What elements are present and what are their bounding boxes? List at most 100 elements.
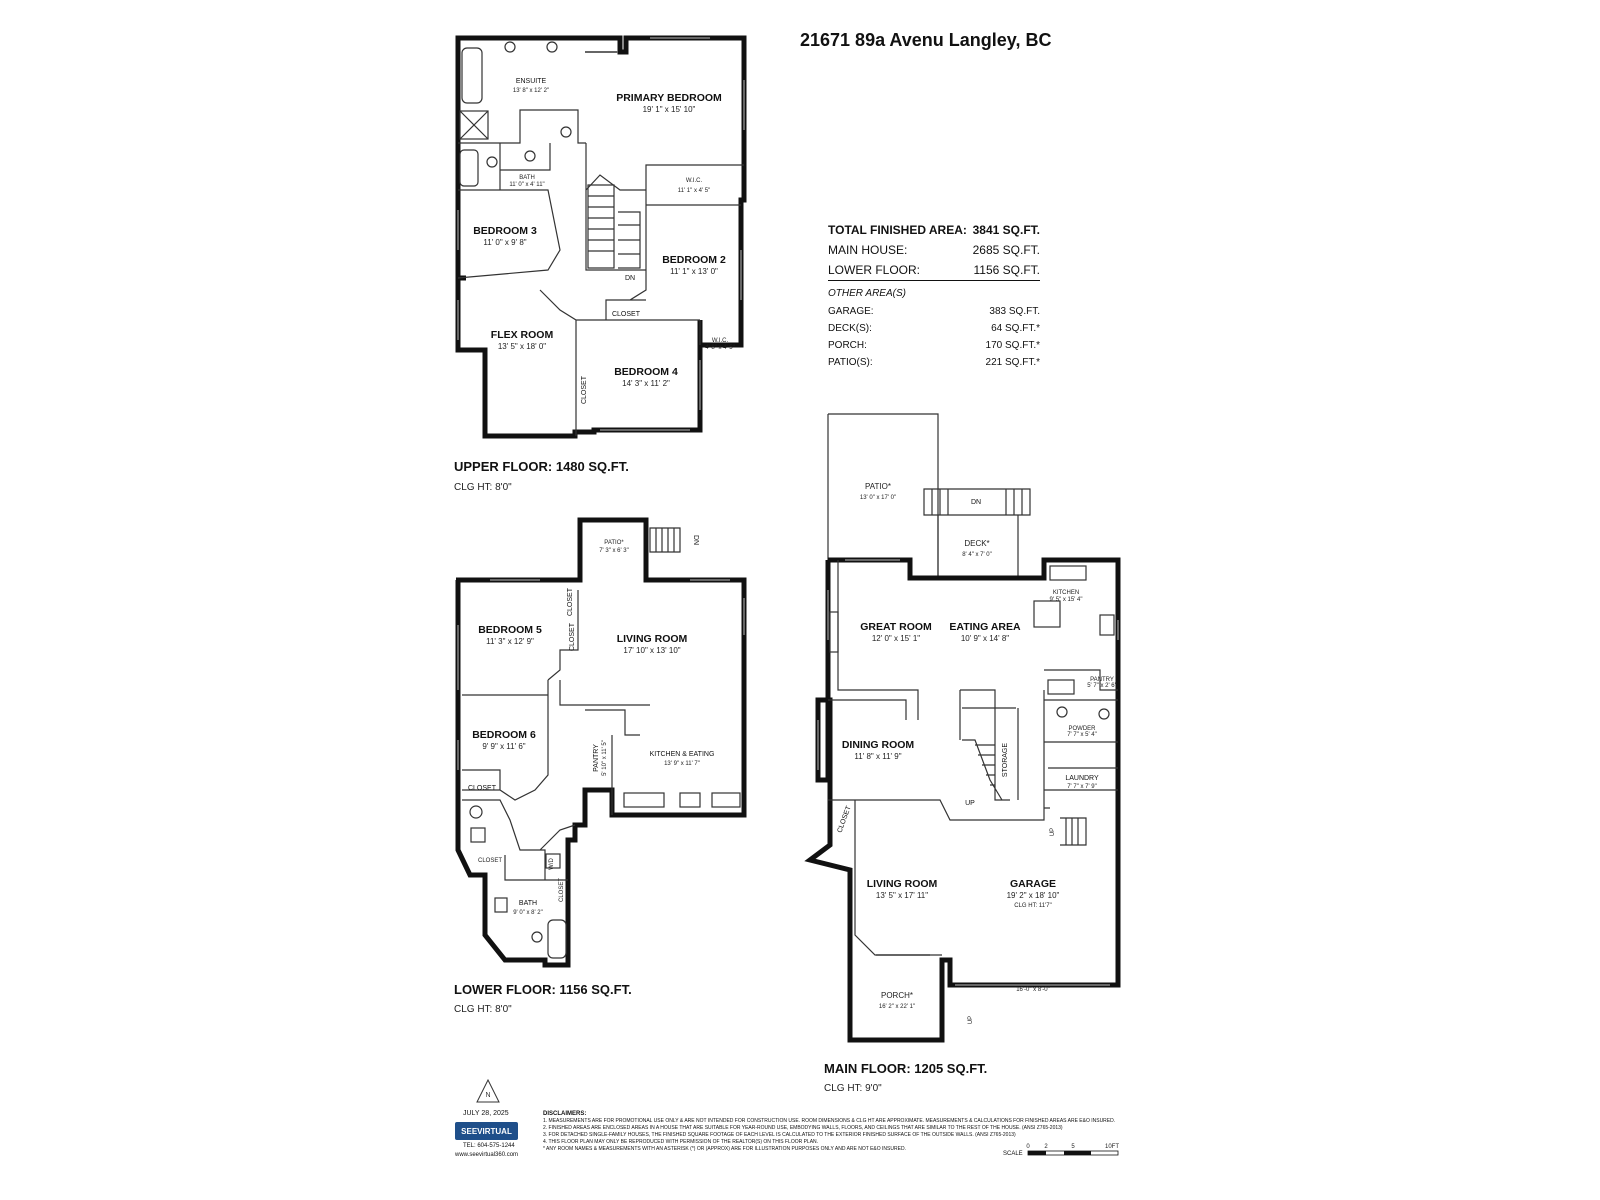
- main-pantry-shelf: [1047, 679, 1075, 695]
- lower-floor-label: LOWER FLOOR:: [828, 263, 921, 277]
- upper-stairs: [587, 184, 641, 269]
- other-areas-heading: OTHER AREA(S): [828, 288, 906, 299]
- upper-floor-title: UPPER FLOOR: 1480 SQ.FT.: [454, 459, 629, 474]
- ensuite-shower-cross: [459, 110, 489, 140]
- lower-windows: [457, 579, 745, 770]
- main-patio-dim: 13' 0" x 17' 0": [860, 495, 896, 501]
- main-porch-name: PORCH*: [881, 991, 913, 1000]
- lower-kitchen-dim: 13' 9" x 11' 7": [664, 761, 700, 767]
- lower-tub: [547, 919, 567, 959]
- other-area-row: GARAGE: 383 SQ.FT.: [828, 303, 1040, 320]
- main-dn-label: DN: [971, 499, 981, 506]
- lower-wd-box: [545, 853, 561, 869]
- lower-living-dim: 17' 10" x 13' 10": [623, 646, 680, 655]
- lower-pantry-name: PANTRY: [593, 744, 600, 772]
- upper-dn-label: DN: [625, 275, 635, 282]
- other-area-row: PORCH: 170 SQ.FT.*: [828, 337, 1040, 354]
- ensuite-shower: [459, 110, 489, 140]
- upper-bed3-name: BEDROOM 3: [473, 225, 537, 237]
- scale-bar: 0 2 5 10FT: [1026, 1144, 1119, 1156]
- lower-wd-label: W/D: [549, 858, 555, 870]
- main-house-label: MAIN HOUSE:: [828, 243, 908, 257]
- main-eating-dim: 10' 9" x 14' 8": [961, 634, 1009, 643]
- lower-toilet: [531, 931, 543, 943]
- north-arrow-label: N: [485, 1092, 490, 1099]
- plan-date: JULY 28, 2025: [463, 1110, 509, 1117]
- main-laundry-dim: 7' 7" x 7' 9": [1067, 784, 1097, 790]
- main-kitchen-sink: [1049, 565, 1087, 581]
- lower-closet-v2: CLOSET: [569, 622, 576, 651]
- lower-floor-row: LOWER FLOOR: 1156 SQ.FT.: [828, 260, 1040, 281]
- ensuite-sink-1: [504, 41, 516, 53]
- ensuite-toilet: [560, 126, 572, 138]
- upper-floor-plan: ENSUITE 13' 8" x 12' 2" PRIMARY BEDROOM …: [454, 35, 747, 493]
- disclaimer-line: 4. THIS FLOOR PLAN MAY ONLY BE REPRODUCE…: [543, 1139, 819, 1145]
- main-interior-walls: [828, 560, 1118, 956]
- main-powder-toilet: [1098, 708, 1110, 720]
- main-storage-label: STORAGE: [1002, 743, 1009, 777]
- disclaimers-block: DISCLAIMERS: 1. MEASUREMENTS ARE FOR PRO…: [543, 1111, 1123, 1153]
- lower-floor-title: LOWER FLOOR: 1156 SQ.FT.: [454, 982, 632, 997]
- main-powder-name: POWDER: [1069, 726, 1097, 732]
- lower-closet-small2: CLOSET: [559, 878, 565, 902]
- main-porch-dim: 16' 2" x 22' 1": [879, 1004, 915, 1010]
- total-area-value: 3841 SQ.FT.: [972, 223, 1040, 237]
- other-area-row: PATIO(S): 221 SQ.FT.*: [828, 354, 1040, 371]
- lower-bath-dim: 9' 0" x 8' 2": [513, 910, 543, 916]
- lower-patio-name: PATIO*: [604, 540, 624, 546]
- main-floor-clg: CLG HT: 9'0": [824, 1083, 882, 1094]
- lower-counter: [711, 792, 741, 808]
- lower-stairs: [649, 527, 681, 553]
- main-island: [1033, 600, 1061, 628]
- other-area-value: 221 SQ.FT.*: [985, 357, 1040, 368]
- main-house-row: MAIN HOUSE: 2685 SQ.FT.: [828, 240, 1040, 260]
- lower-interior-walls: [462, 590, 650, 881]
- other-area-value: 64 SQ.FT.*: [991, 323, 1040, 334]
- upper-wic1-dim: 11' 1" x 4' 5": [678, 188, 710, 194]
- upper-bath-name: BATH: [519, 175, 535, 181]
- lower-floor-plan: PATIO* 7' 3" x 6' 3" DN BEDROOM 5 11' 3"…: [454, 517, 747, 1015]
- main-kitchen-dim: 9' 5" x 15' 4": [1050, 597, 1083, 603]
- other-area-label: DECK(S):: [828, 323, 872, 334]
- upper-bed2-dim: 11' 1" x 13' 0": [670, 267, 718, 276]
- other-area-label: PATIO(S):: [828, 357, 873, 368]
- main-porch-up-label: UP: [968, 1016, 974, 1024]
- upper-wic2-name: W.I.C.: [712, 338, 729, 344]
- main-floor-outer-wall: [804, 557, 1121, 1043]
- main-deck-dim: 8' 4" x 7' 0": [962, 552, 992, 558]
- main-floor-title: MAIN FLOOR: 1205 SQ.FT.: [824, 1061, 987, 1076]
- main-dining-name: DINING ROOM: [842, 739, 915, 751]
- main-fireplace: [829, 611, 839, 653]
- lower-patio-dim: 7' 3" x 6' 3": [599, 548, 629, 554]
- scale-tick-5: 5: [1071, 1144, 1075, 1150]
- other-area-label: GARAGE:: [828, 306, 874, 317]
- lower-bed6-name: BEDROOM 6: [472, 729, 536, 741]
- lower-closet-v1: CLOSET: [567, 587, 574, 616]
- upper-bath-dim: 11' 0" x 4' 11": [509, 182, 544, 188]
- lower-kitchen-name: KITCHEN & EATING: [650, 751, 715, 758]
- other-area-value: 170 SQ.FT.*: [985, 340, 1040, 351]
- scale-tick-0: 0: [1026, 1144, 1030, 1150]
- main-closet-label: CLOSET: [837, 804, 853, 833]
- upper-windows: [457, 37, 745, 431]
- lower-dn-label: DN: [692, 535, 699, 545]
- main-pantry-dim: 5' 7" x 2' 6": [1087, 683, 1117, 689]
- main-up-label: UP: [965, 800, 975, 807]
- disclaimers-heading: DISCLAIMERS:: [543, 1111, 587, 1117]
- lower-sink: [470, 827, 486, 843]
- bath-sink: [524, 150, 536, 162]
- other-area-row: DECK(S): 64 SQ.FT.*: [828, 320, 1040, 337]
- main-stairs: [962, 707, 1016, 801]
- main-deck-name: DECK*: [964, 539, 989, 548]
- main-kitchen-name: KITCHEN: [1053, 590, 1079, 596]
- other-area-label: PORCH:: [828, 340, 867, 351]
- disclaimer-line: 1. MEASUREMENTS ARE FOR PROMOTIONAL USE …: [543, 1118, 1116, 1124]
- main-powder-dim: 7' 7" x 5' 4": [1067, 732, 1097, 738]
- main-kitchen-stove: [1099, 614, 1115, 636]
- ensuite-sink-2: [546, 41, 558, 53]
- total-area-label: TOTAL FINISHED AREA:: [828, 223, 967, 237]
- lower-floor-outer-wall: [455, 517, 747, 968]
- main-windows: [817, 559, 1119, 986]
- main-powder-sink: [1056, 706, 1068, 718]
